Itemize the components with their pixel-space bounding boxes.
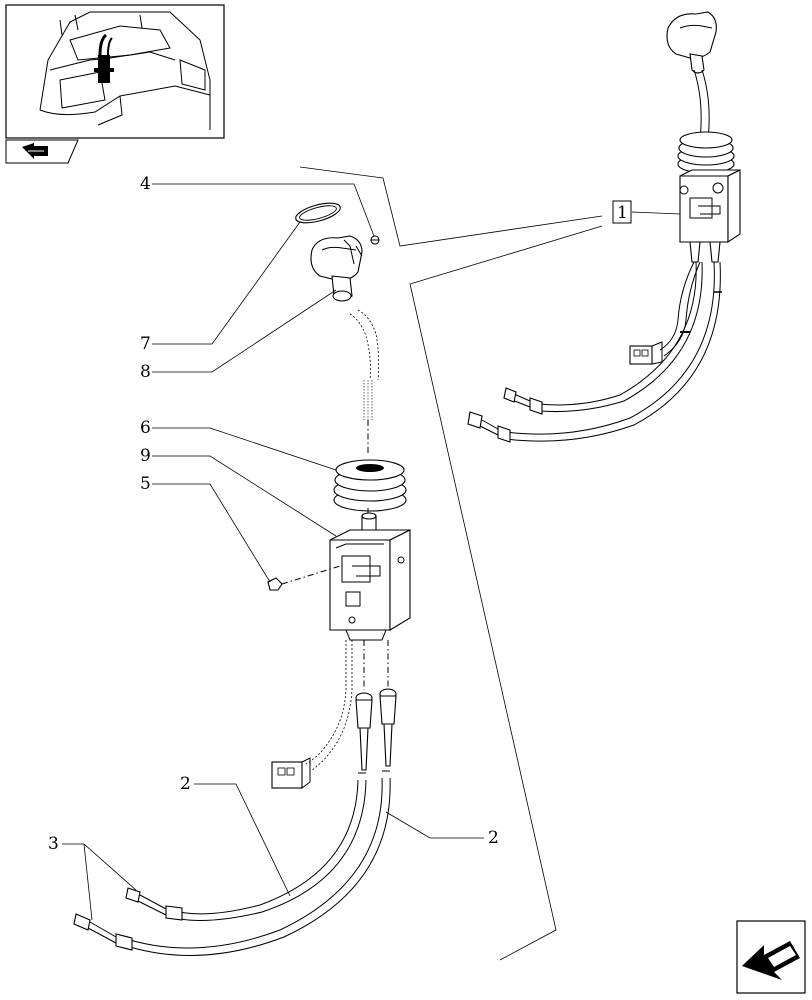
- leader-lines: [62, 183, 681, 921]
- callout-6: 6: [140, 418, 151, 438]
- callout-4: 4: [140, 174, 151, 194]
- joystick-shaft: [349, 309, 380, 456]
- part-7-ring: [295, 202, 341, 224]
- callout-8: 8: [140, 362, 151, 382]
- part-8-knob: [310, 235, 363, 302]
- callout-9: 9: [140, 446, 151, 466]
- locator-thumbnail: [5, 4, 225, 139]
- part-5-bolt: [267, 565, 341, 591]
- callout-5: 5: [140, 474, 151, 494]
- assembled-joystick: [467, 11, 741, 443]
- arrow-left-icon[interactable]: [5, 139, 79, 164]
- callout-1: 1: [617, 203, 628, 223]
- callout-1-box: 1: [612, 200, 632, 224]
- part-9-block: [329, 512, 411, 641]
- callout-7: 7: [140, 334, 151, 354]
- control-cables: [73, 770, 391, 956]
- callout-2-left: 2: [180, 774, 191, 794]
- callout-2-right: 2: [488, 828, 499, 848]
- cable-end-fittings: [355, 640, 397, 771]
- wiring-harness: [271, 640, 353, 789]
- callout-3: 3: [48, 834, 59, 854]
- part-4-screw: [370, 235, 380, 245]
- arrow-down-left-icon[interactable]: [736, 920, 806, 994]
- part-6-boot: [333, 459, 407, 520]
